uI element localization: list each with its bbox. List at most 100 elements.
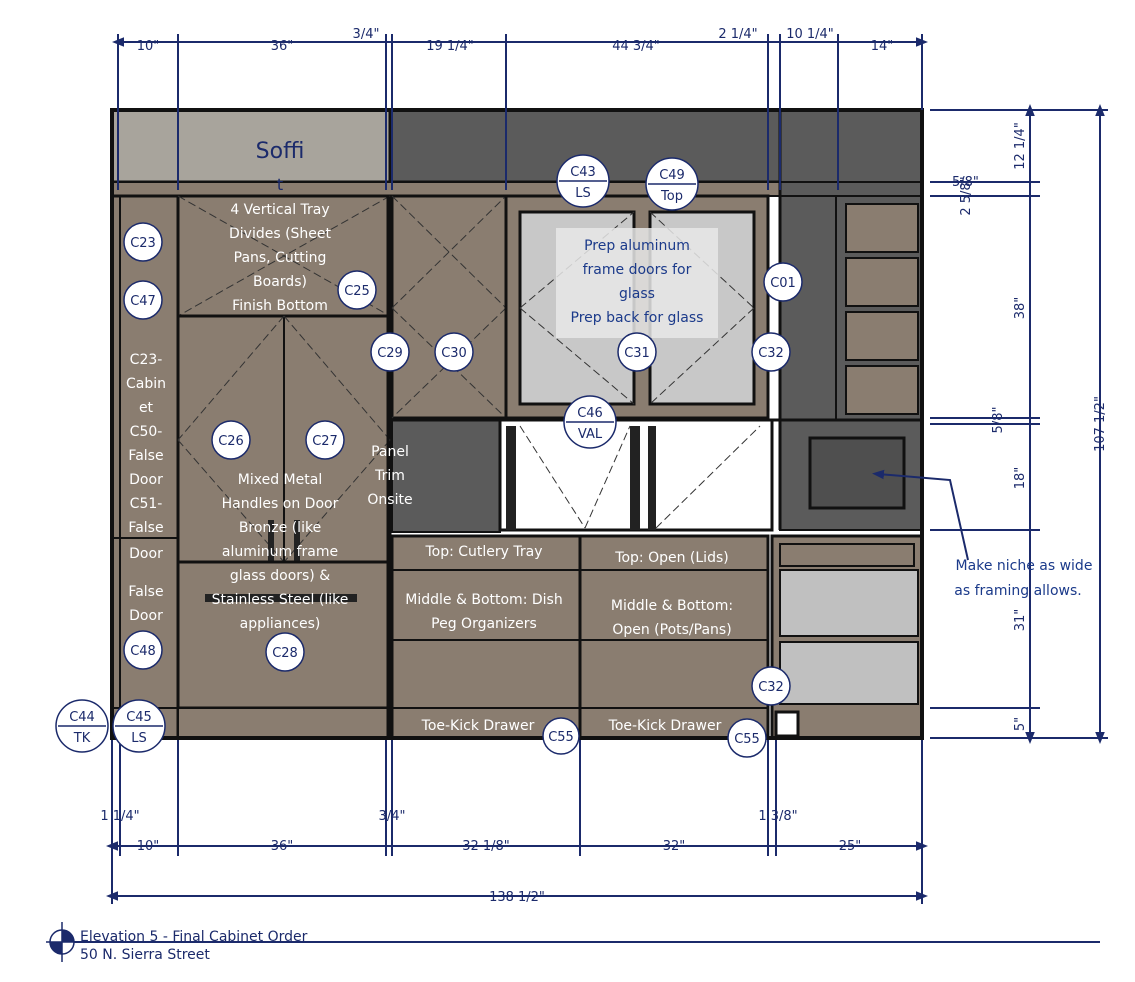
- dim-right-4: 38": [1013, 297, 1028, 320]
- column-note-2: Cabin: [126, 376, 166, 392]
- svg-text:C30: C30: [441, 346, 467, 361]
- svg-text:C25: C25: [344, 284, 370, 299]
- svg-text:C43: C43: [570, 165, 596, 180]
- tag-c55-right: C55: [727, 718, 767, 758]
- tag-c26: C26: [211, 420, 251, 460]
- tag-c28: C28: [265, 632, 305, 672]
- tag-c29: C29: [370, 332, 410, 372]
- svg-text:C49: C49: [659, 168, 685, 183]
- dim-bottom-8: 25": [839, 839, 862, 854]
- svg-text:LS: LS: [575, 186, 591, 201]
- section-marker-icon: [46, 922, 78, 962]
- backsplash-left: [391, 419, 501, 533]
- drawing-address: 50 N. Sierra Street: [80, 947, 210, 963]
- tag-c32-lower: C32: [751, 666, 791, 706]
- svg-text:C23: C23: [130, 236, 156, 251]
- column-note-1: C23-: [130, 352, 163, 368]
- dim-bottom-4: 3/4": [379, 809, 406, 824]
- dimension-lines: [62, 34, 1108, 943]
- false-door-1: False: [128, 584, 163, 600]
- toekick-label-1: Toe-Kick Drawer: [421, 718, 535, 734]
- tag-c32-upper: C32: [751, 332, 791, 372]
- tag-c43-ls: C43 LS: [556, 154, 610, 208]
- svg-text:LS: LS: [131, 731, 147, 746]
- svg-text:C26: C26: [218, 434, 244, 449]
- handles-line-5: glass doors) &: [230, 568, 330, 584]
- dim-right-5: 5/8": [991, 407, 1006, 434]
- tag-c23: C23: [123, 222, 163, 262]
- svg-text:C31: C31: [624, 346, 650, 361]
- prep-glass-line-3: glass: [619, 286, 655, 302]
- drawing-title: Elevation 5 - Final Cabinet Order: [80, 929, 308, 945]
- dim-top-6: 2 1/4": [718, 27, 757, 42]
- dim-right-6: 18": [1013, 467, 1028, 490]
- svg-text:C27: C27: [312, 434, 338, 449]
- tag-c48: C48: [123, 630, 163, 670]
- handles-line-6: Stainless Steel (like: [212, 592, 349, 608]
- prep-glass-line-2: frame doors for: [583, 262, 692, 278]
- tray-divides-line-4: Boards): [253, 274, 307, 290]
- dim-bottom-6: 32": [663, 839, 686, 854]
- handles-line-2: Handles on Door: [222, 496, 339, 512]
- column-note-5: False: [128, 448, 163, 464]
- column-note-3: et: [139, 400, 154, 416]
- svg-text:C55: C55: [734, 732, 760, 747]
- cutlery-label: Top: Cutlery Tray: [424, 544, 542, 560]
- prep-glass-line-1: Prep aluminum: [584, 238, 690, 254]
- tray-divides-line-2: Divides (Sheet: [229, 226, 332, 242]
- pots-line-2: Open (Pots/Pans): [612, 622, 731, 638]
- false-door-2: Door: [129, 608, 163, 624]
- dim-top-1: 10": [137, 39, 160, 54]
- panel-trim-1: Panel: [371, 444, 409, 460]
- svg-text:C45: C45: [126, 710, 152, 725]
- niche-note-1: Make niche as wide: [956, 558, 1093, 574]
- column-note-4: C50-: [130, 424, 163, 440]
- column-note-6: Door: [129, 472, 163, 488]
- soffit-panel: [110, 108, 392, 184]
- tray-divides-line-5: Finish Bottom: [232, 298, 328, 314]
- handles-line-3: Bronze (like: [239, 520, 321, 536]
- dim-right-3: 2 5/8": [959, 176, 974, 215]
- dim-top-2: 36": [271, 39, 294, 54]
- tag-c31: C31: [617, 332, 657, 372]
- tray-divides-line-3: Pans, Cutting: [234, 250, 327, 266]
- dim-top-8: 14": [871, 39, 894, 54]
- dim-bottom-2: 10": [137, 839, 160, 854]
- dim-bottom-7: 1 3/8": [758, 809, 797, 824]
- tag-c01: C01: [763, 262, 803, 302]
- tag-c25: C25: [337, 270, 377, 310]
- svg-text:C32: C32: [758, 346, 784, 361]
- panel-trim-2: Trim: [374, 468, 405, 484]
- cabinet-labels: Soffi t 4 Vertical Tray Divides (Sheet P…: [126, 139, 1092, 734]
- dish-line-2: Peg Organizers: [431, 616, 537, 632]
- wall-cabinet-left: [390, 194, 508, 420]
- svg-text:C44: C44: [69, 710, 95, 725]
- svg-text:C48: C48: [130, 644, 156, 659]
- dim-top-7: 10 1/4": [786, 27, 834, 42]
- dim-right-2: 5/8": [952, 175, 979, 190]
- svg-text:C55: C55: [548, 730, 574, 745]
- dim-top-3: 3/4": [353, 27, 380, 42]
- tag-c30: C30: [434, 332, 474, 372]
- tag-c44-tk: C44 TK: [55, 699, 109, 753]
- svg-text:C29: C29: [377, 346, 403, 361]
- lids-label: Top: Open (Lids): [614, 550, 728, 566]
- dim-right-8: 5": [1013, 717, 1028, 731]
- column-note-9: Door: [129, 546, 163, 562]
- column-note-7: C51-: [130, 496, 163, 512]
- dish-line-1: Middle & Bottom: Dish: [405, 592, 562, 608]
- cabinet-tags: C23 C47 C25 C29 C30 C31 C32 C01: [55, 154, 803, 758]
- svg-text:C46: C46: [577, 406, 603, 421]
- dimension-labels: 10" 36" 3/4" 19 1/4" 44 3/4" 2 1/4" 10 1…: [100, 27, 1108, 905]
- svg-text:C32: C32: [758, 680, 784, 695]
- dim-bottom-1: 1 1/4": [100, 809, 139, 824]
- cabinet-elevation: [110, 108, 924, 740]
- column-note-8: False: [128, 520, 163, 536]
- svg-text:Top: Top: [660, 189, 683, 204]
- dim-right-total: 107 1/2": [1093, 396, 1108, 452]
- handles-line-4: aluminum frame: [222, 544, 338, 560]
- panel-trim-3: Onsite: [367, 492, 412, 508]
- soffit-label: Soffi: [256, 139, 305, 164]
- svg-text:C47: C47: [130, 294, 156, 309]
